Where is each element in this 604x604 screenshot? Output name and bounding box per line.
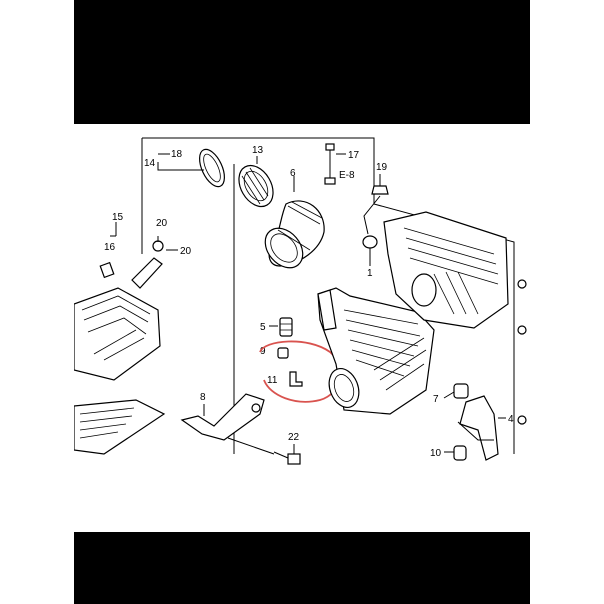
part-bolt-17 [324,143,336,185]
label-16: 16 [104,242,116,253]
part-grommet-5 [279,317,293,337]
part-air-cleaner-case [317,287,435,415]
part-sensor-15 [131,236,164,289]
parts-diagram: 18 14 13 6 17 E-8 19 1 15 16 [74,124,530,532]
label-1: 1 [367,268,373,279]
part-clamp-18 [199,148,225,188]
label-15: 15 [112,212,124,223]
label-9: 9 [260,346,266,357]
part-air-cleaner-cover [383,211,509,329]
part-bolt-22 [273,451,301,465]
part-clip-11 [289,371,303,387]
part-clip-right-upper [517,279,527,289]
label-4: 4 [508,414,514,425]
label-10: 10 [430,448,442,459]
label-20-b: 20 [180,246,192,257]
label-5: 5 [260,322,266,333]
part-clip-right-middle [517,325,527,335]
part-plug-16 [99,261,115,279]
part-clip-right-lower [517,415,527,425]
air-cleaner-exploded-view: 18 14 13 6 17 E-8 19 1 15 16 [74,137,527,465]
label-22: 22 [288,432,300,443]
part-filter-element [74,399,166,455]
label-14: 14 [144,158,156,169]
label-8: 8 [200,392,206,403]
part-ring-13 [238,164,274,208]
label-E-8: E-8 [339,170,355,181]
label-18: 18 [171,149,183,160]
label-7: 7 [433,394,439,405]
part-bracket-4 [457,395,499,461]
label-17: 17 [348,150,360,161]
part-grommet-9 [277,347,289,359]
part-grommet-7 [453,383,469,399]
label-6: 6 [290,168,296,179]
part-nut-19 [371,185,389,195]
part-intake-duct-6 [264,200,325,269]
top-letterbox-bar [74,0,530,124]
label-13: 13 [252,145,264,156]
part-housing-cover [74,287,161,381]
highlight-circle [259,340,341,403]
label-19: 19 [376,162,388,173]
label-11: 11 [267,375,278,386]
bottom-letterbox-bar [74,532,530,604]
part-bracket-8 [180,393,265,441]
part-grommet-1 [362,235,378,249]
part-grommet-10 [453,445,467,461]
label-20-a: 20 [156,218,168,229]
